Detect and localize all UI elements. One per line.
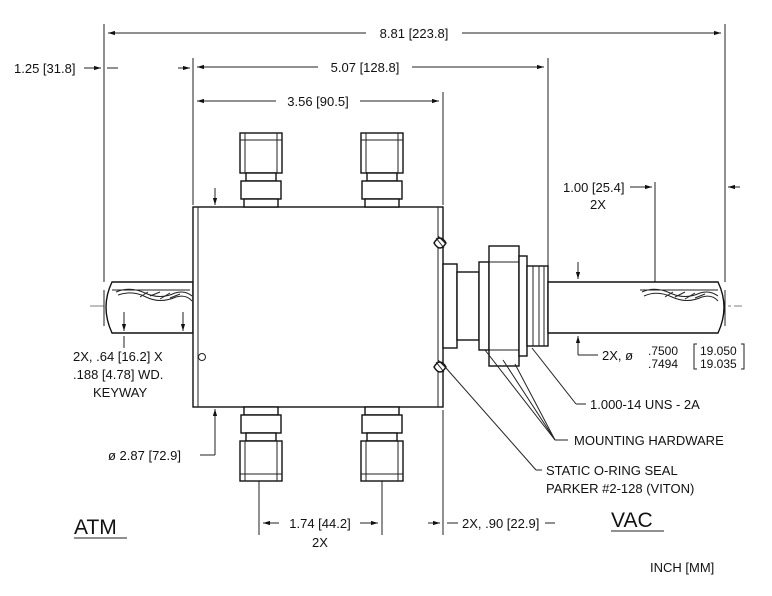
label-vac: VAC: [611, 509, 653, 532]
callout-seal-line1: STATIC O-RING SEAL: [546, 463, 678, 478]
callout-hardware: MOUNTING HARDWARE: [574, 433, 724, 448]
shaft-dia-in-max: .7500: [648, 344, 678, 358]
shaft-dia-in-min: .7494: [648, 357, 678, 371]
dim-housing-dia: ø 2.87 [72.9]: [108, 188, 218, 463]
dim-overall: 8.81 [223.8]: [108, 26, 721, 41]
dim-shaft-dia: 2X, ø .7500 .7494 19.050 19.035: [575, 262, 745, 371]
shaft-dia-prefix: 2X, ø: [602, 348, 633, 363]
side-labels: ATM VAC INCH [MM]: [74, 509, 714, 575]
dim-housing: 3.56 [90.5]: [197, 94, 439, 109]
callout-thread: 1.000-14 UNS - 2A: [590, 397, 700, 412]
label-atm: ATM: [74, 516, 117, 539]
dim-fitting-spacing-label: 1.74 [44.2]: [289, 516, 350, 531]
housing-body: [192, 206, 447, 408]
left-shaft: [103, 281, 194, 334]
shaft-dia-mm-min: 19.035: [700, 357, 737, 371]
keyway-callout: 2X, .64 [16.2] X .188 [4.78] WD. KEYWAY: [73, 312, 186, 400]
dim-housing-label: 3.56 [90.5]: [287, 94, 348, 109]
dim-right-shaft: 1.00 [25.4] 2X: [563, 180, 740, 212]
dim-left-shaft: 1.25 [31.8]: [14, 61, 190, 76]
fitting-top-right: [360, 132, 404, 208]
dim-fitting-spacing-qty: 2X: [312, 535, 328, 550]
fitting-bottom-left: [239, 406, 283, 482]
keyway-line3: KEYWAY: [93, 385, 148, 400]
callout-leaders: 1.000-14 UNS - 2A MOUNTING HARDWARE STAT…: [445, 347, 724, 496]
shaft-dia-mm-max: 19.050: [700, 344, 737, 358]
dim-to-mount-label: 5.07 [128.8]: [331, 60, 400, 75]
mounting-hardware: [442, 245, 549, 367]
dim-housing-dia-label: ø 2.87 [72.9]: [108, 448, 181, 463]
dim-right-shaft-label: 1.00 [25.4]: [563, 180, 624, 195]
extension-lines: [103, 24, 726, 535]
callout-seal-line2: PARKER #2-128 (VITON): [546, 481, 694, 496]
right-shaft: [547, 281, 726, 334]
label-units: INCH [MM]: [650, 560, 714, 575]
keyway-line2: .188 [4.78] WD.: [73, 367, 163, 382]
dim-left-shaft-label: 1.25 [31.8]: [14, 61, 75, 76]
dim-to-mount: 5.07 [128.8]: [197, 60, 544, 75]
keyway-line1: 2X, .64 [16.2] X: [73, 349, 163, 364]
dim-flange-offset-label: 2X, .90 [22.9]: [462, 516, 539, 531]
dim-fitting-spacing: 1.74 [44.2] 2X: [263, 516, 378, 550]
dim-right-shaft-qty: 2X: [590, 197, 606, 212]
dim-overall-label: 8.81 [223.8]: [380, 26, 449, 41]
dim-flange-offset: 2X, .90 [22.9]: [428, 516, 555, 531]
fitting-top-left: [239, 132, 283, 208]
fitting-bottom-right: [360, 406, 404, 482]
